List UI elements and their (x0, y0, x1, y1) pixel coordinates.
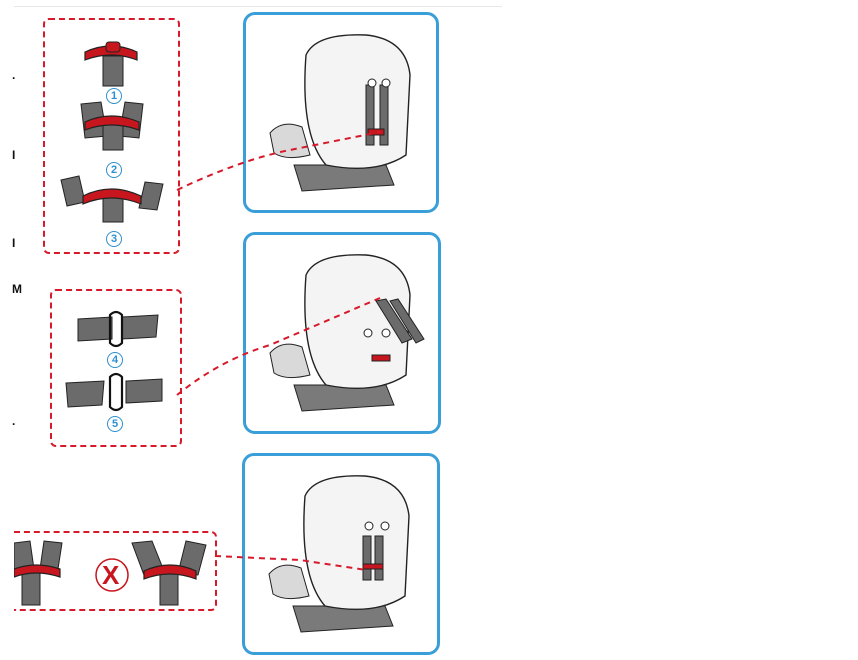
chest-clip-steps-box: 1 2 3 (43, 18, 180, 254)
clip-position-comparison-illustration (13, 540, 207, 606)
edge-mark: M (12, 282, 22, 296)
buckle-steps-illustration (65, 310, 163, 412)
buckle-steps-box: 4 5 (50, 289, 182, 447)
edge-mark: I (12, 236, 16, 250)
car-seat-illustration-2 (269, 254, 425, 412)
edge-mark: . (12, 68, 16, 82)
car-seat-illustration-3 (268, 475, 410, 633)
clip-position-comparison-box: X (13, 531, 217, 611)
top-rule (14, 6, 502, 7)
step-number-1: 1 (106, 88, 122, 104)
chest-clip-steps-illustration (60, 41, 164, 223)
step-number-4: 4 (107, 352, 123, 368)
car-seat-panel-3 (242, 453, 440, 655)
step-number-5: 5 (107, 416, 123, 432)
edge-mark: . (12, 414, 16, 428)
step-number-3: 3 (106, 231, 122, 247)
wrong-mark-icon: X (102, 560, 120, 590)
edge-mark: I (12, 148, 16, 162)
car-seat-panel-1 (243, 12, 439, 213)
step-number-2: 2 (106, 162, 122, 178)
car-seat-illustration-1 (269, 34, 411, 192)
car-seat-panel-2 (243, 232, 441, 434)
